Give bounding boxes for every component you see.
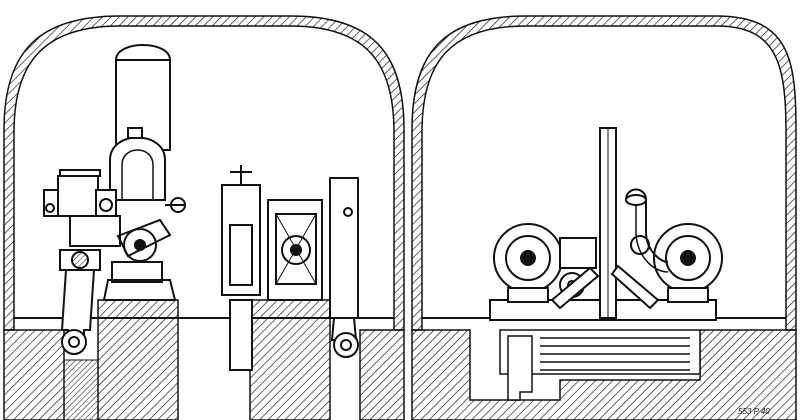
left-foundation-pit [63, 359, 99, 420]
tall-cylinder [115, 44, 171, 151]
left-engine-room [3, 15, 405, 420]
right-engine-room [411, 15, 797, 420]
crank-linkage [550, 235, 660, 310]
left-pedestal [329, 177, 359, 358]
plate-number: 553 P 40 [738, 407, 770, 416]
left-connecting-rod [60, 269, 96, 355]
right-right-drum [653, 223, 723, 303]
left-second-machine [221, 165, 261, 371]
condenser [499, 329, 701, 401]
right-left-drum [493, 223, 563, 303]
vertical-column [599, 127, 617, 319]
left-foundation-1 [3, 329, 65, 420]
left-foundation-4 [359, 329, 405, 420]
left-flywheel-housing [267, 199, 323, 301]
curved-pipe [625, 188, 669, 273]
pump-casing [109, 127, 166, 201]
left-valve-gear [43, 169, 186, 301]
left-foundation-3 [249, 299, 331, 420]
left-foundation-2 [97, 299, 179, 420]
